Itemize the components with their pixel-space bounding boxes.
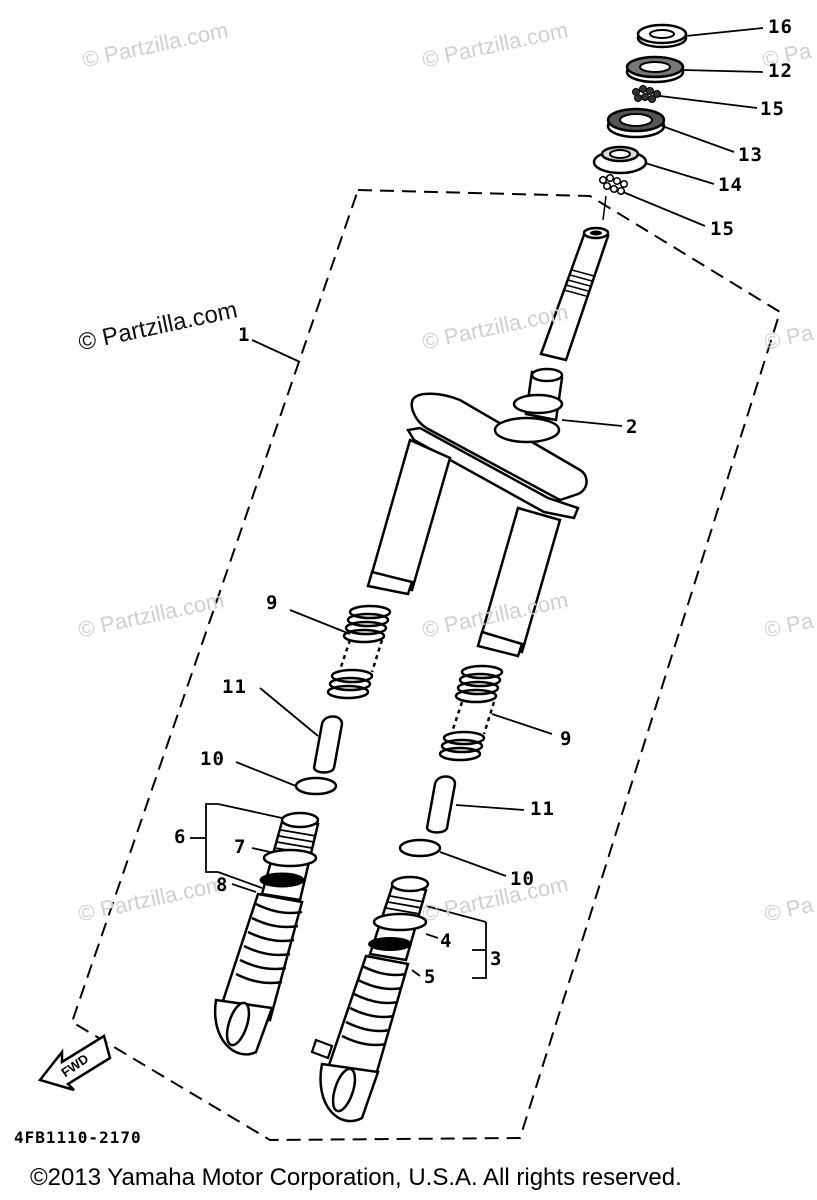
fork-tube-left xyxy=(366,438,452,596)
callout-3: 3 xyxy=(490,948,503,970)
lower-fork-leg-left xyxy=(213,811,320,1056)
copyright-notice: ©2013 Yamaha Motor Corporation, U.S.A. A… xyxy=(30,1164,682,1191)
callout-15-lower: 15 xyxy=(710,218,735,240)
callout-14: 14 xyxy=(718,174,743,196)
callout-15-upper: 15 xyxy=(760,98,785,120)
callout-2: 2 xyxy=(626,416,639,438)
callout-11-left: 11 xyxy=(222,676,247,698)
callout-7: 7 xyxy=(234,836,247,858)
part-15-ball-bearings-upper xyxy=(632,85,661,103)
callout-1: 1 xyxy=(238,324,251,346)
callout-11-right: 11 xyxy=(530,798,555,820)
callout-8: 8 xyxy=(216,874,229,896)
part-11-cap-left xyxy=(312,715,344,774)
part-14-race xyxy=(592,145,648,175)
fork-tube-right xyxy=(476,506,562,658)
part-12-race xyxy=(625,55,685,84)
part-15-ball-bearings-lower xyxy=(598,173,629,196)
callout-9-right: 9 xyxy=(560,728,573,750)
callout-10-left: 10 xyxy=(200,748,225,770)
forward-arrow-icon xyxy=(37,1034,112,1092)
part-9-spring-right xyxy=(438,664,504,762)
lower-fork-leg-right xyxy=(310,875,430,1123)
callout-12: 12 xyxy=(768,60,793,82)
part-10-washer-left xyxy=(294,776,338,796)
callout-4: 4 xyxy=(440,930,453,952)
callout-5: 5 xyxy=(424,966,437,988)
callout-16: 16 xyxy=(768,16,793,38)
steering-stem-shaft xyxy=(539,226,610,362)
part-9-spring-left xyxy=(326,604,392,700)
callout-10-right: 10 xyxy=(510,868,535,890)
part-11-cap-right xyxy=(425,775,457,834)
part-10-washer-right xyxy=(398,838,442,858)
callout-13: 13 xyxy=(738,144,763,166)
callout-9-left: 9 xyxy=(266,592,279,614)
part-16-ring-nut xyxy=(636,23,688,49)
assembly-boundary xyxy=(70,188,782,1142)
callout-6: 6 xyxy=(174,826,187,848)
part-13-race xyxy=(606,107,666,139)
diagram-code: 4FB1110-2170 xyxy=(14,1128,142,1147)
